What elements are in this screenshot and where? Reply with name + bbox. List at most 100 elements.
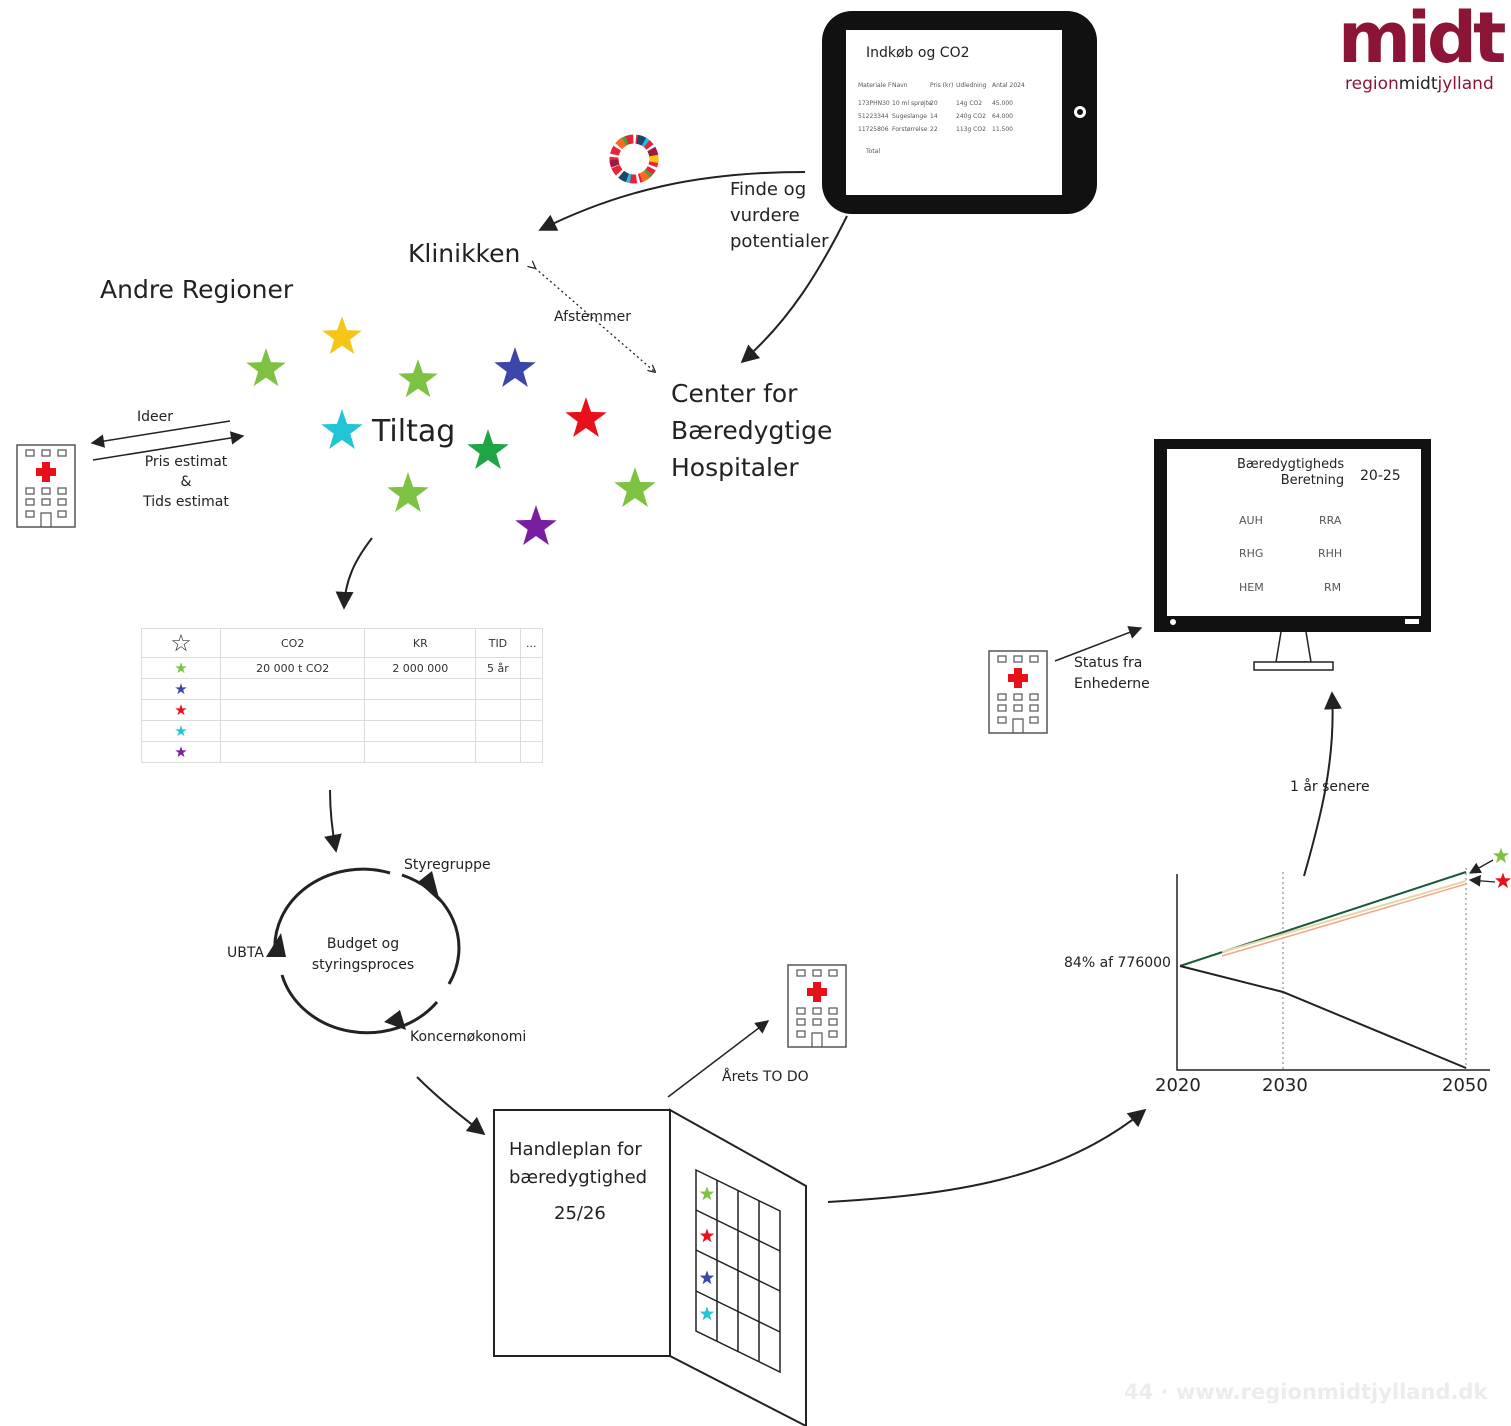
tablet-table-cell: 11725806	[858, 126, 889, 133]
table-row: ★ 20 000 t CO2 2 000 000 5 år	[141, 657, 544, 679]
star-light-green-1	[246, 348, 286, 387]
chart-x-tick: 2050	[1442, 1075, 1488, 1096]
table-row: ★	[141, 720, 544, 742]
hospital-icon-todo	[787, 964, 847, 1048]
table-cell	[519, 657, 544, 679]
label-styregruppe: Styregruppe	[404, 857, 491, 873]
region-logo-sub: regionmidtjylland	[1345, 74, 1494, 94]
hospital-icon-status	[988, 650, 1048, 734]
tablet-table-cell: Forstørrelse	[892, 126, 928, 133]
label-klinikken: Klinikken	[408, 239, 521, 268]
label-budget: Budget og styringsproces	[311, 936, 415, 973]
monitor-title: Bæredygtigheds Beretning	[1237, 457, 1345, 488]
hospital-icon-left	[16, 444, 76, 528]
label-ubta: UBTA	[227, 945, 264, 961]
chart-x-tick: 2030	[1262, 1075, 1308, 1096]
tablet-table-cell: 22	[930, 126, 938, 133]
label-koncern: Koncernøkonomi	[410, 1029, 527, 1045]
star-icon-blue: ★	[141, 678, 221, 700]
star-blue	[494, 347, 536, 387]
label-andre-regioner: Andre Regioner	[100, 275, 294, 304]
logo-sub-region: region	[1345, 74, 1399, 94]
label-ideer: Ideer	[137, 409, 173, 425]
chart-line-bau-orange	[1221, 883, 1467, 957]
monitor-screen: Bæredygtigheds Beretning 20-25 AUH RHG H…	[1167, 449, 1421, 616]
table-header-cell: CO2	[219, 628, 366, 658]
table-row: ★	[141, 699, 544, 721]
star-icon-purple: ★	[141, 741, 221, 763]
chart-start-label: 84% af 776000	[1064, 955, 1171, 971]
sdg-wheel-icon	[609, 134, 659, 184]
tablet-table-cell: Antal 2024	[992, 82, 1025, 89]
label-afstemmer: Afstemmer	[554, 309, 632, 325]
tiltag-table: ☆ CO2 KR TID ... ★ 20 000 t CO2 2 000 00…	[141, 628, 544, 768]
star-red	[565, 397, 607, 437]
tablet-table-cell: 45.000	[992, 100, 1013, 107]
table-cell: 20 000 t CO2	[219, 657, 366, 679]
arrow-tiltag-to-table	[335, 537, 373, 610]
arrow-1-aar-senere	[1303, 691, 1342, 877]
chart-star-red	[1494, 872, 1511, 889]
chart-y-axis	[1176, 874, 1490, 1071]
unit-rhh: RHH	[1318, 547, 1343, 560]
label-aarets: Årets TO DO	[722, 1069, 809, 1085]
star-light-green-4	[614, 467, 656, 507]
tablet-table-cell: Navn	[892, 82, 908, 89]
star-light-green-2	[398, 359, 438, 398]
tablet-table-cell: Udledning	[956, 82, 987, 89]
chart-line-target	[1179, 965, 1467, 1069]
tablet-table-cell: 14g CO2	[956, 100, 983, 107]
table-header-row: ☆ CO2 KR TID ...	[141, 628, 544, 658]
label-pris: Pris estimat & Tids estimat	[143, 454, 229, 510]
star-icon-green: ★	[141, 657, 221, 679]
arrow-aarets-todo	[667, 1020, 770, 1098]
label-center: Center for Bæredygtige Hospitaler	[671, 379, 833, 482]
table-row: ★	[141, 741, 544, 763]
tablet-table-cell: 51223344	[858, 113, 889, 120]
chart-x-tick: 2020	[1155, 1075, 1201, 1096]
tablet-table-cell: 113g CO2	[956, 126, 986, 133]
footer-page-url: 44 · www.regionmidtjylland.dk	[1124, 1380, 1488, 1404]
emission-chart	[1176, 847, 1511, 1071]
unit-auh: AUH	[1239, 514, 1263, 527]
star-icon-red: ★	[141, 699, 221, 721]
unit-rm: RM	[1324, 581, 1342, 594]
star-cyan	[321, 409, 363, 449]
label-handleplan: Handleplan for bæredygtighed	[509, 1139, 648, 1188]
star-purple	[515, 505, 557, 545]
tablet-table-cell: 64.000	[992, 113, 1013, 120]
table-header-cell: KR	[364, 628, 477, 658]
arrow-tablet-to-center	[740, 215, 848, 364]
tablet-table-cell: 173PHN30	[858, 100, 890, 107]
tablet-table-cell: 10 ml sprøjte	[892, 100, 932, 107]
star-icon-cyan: ★	[141, 720, 221, 742]
tablet-table-cell: Pris (kr)	[930, 82, 954, 89]
tablet-table-cell: 240g CO2	[956, 113, 986, 120]
label-handleplan-year: 25/26	[554, 1203, 606, 1224]
table-cell: 5 år	[475, 657, 521, 679]
table-header-cell: TID	[475, 628, 521, 658]
handleplan-grid	[695, 1168, 781, 1374]
arrow-budget-to-handleplan	[416, 1076, 486, 1136]
tablet-table-cell: Total	[866, 148, 881, 155]
label-finde: Finde og vurdere potentialer	[730, 179, 829, 252]
tablet-table-cell: 20	[930, 100, 938, 107]
monitor-period: 20-25	[1360, 468, 1401, 484]
arrow-afstemmer	[535, 268, 655, 372]
star-yellow	[322, 316, 362, 355]
table-header-cell: ...	[519, 628, 544, 658]
unit-rra: RRA	[1319, 514, 1342, 527]
arrow-handleplan-to-chart	[827, 1108, 1147, 1203]
tablet-table-cell: Materiale F	[858, 82, 892, 89]
tablet-table-cell: Sugeslange	[892, 113, 927, 120]
chart-arrow-red-star	[1468, 875, 1496, 887]
label-status: Status fra Enhederne	[1074, 655, 1150, 692]
arrow-ideer	[90, 420, 231, 448]
tablet-table-cell: 14	[930, 113, 938, 120]
unit-rhg: RHG	[1239, 547, 1264, 560]
tablet-title: Indkøb og CO2	[866, 45, 970, 61]
arrow-table-to-budget	[324, 789, 342, 853]
label-tiltag: Tiltag	[372, 414, 456, 449]
chart-line-bau-beige	[1221, 880, 1467, 953]
